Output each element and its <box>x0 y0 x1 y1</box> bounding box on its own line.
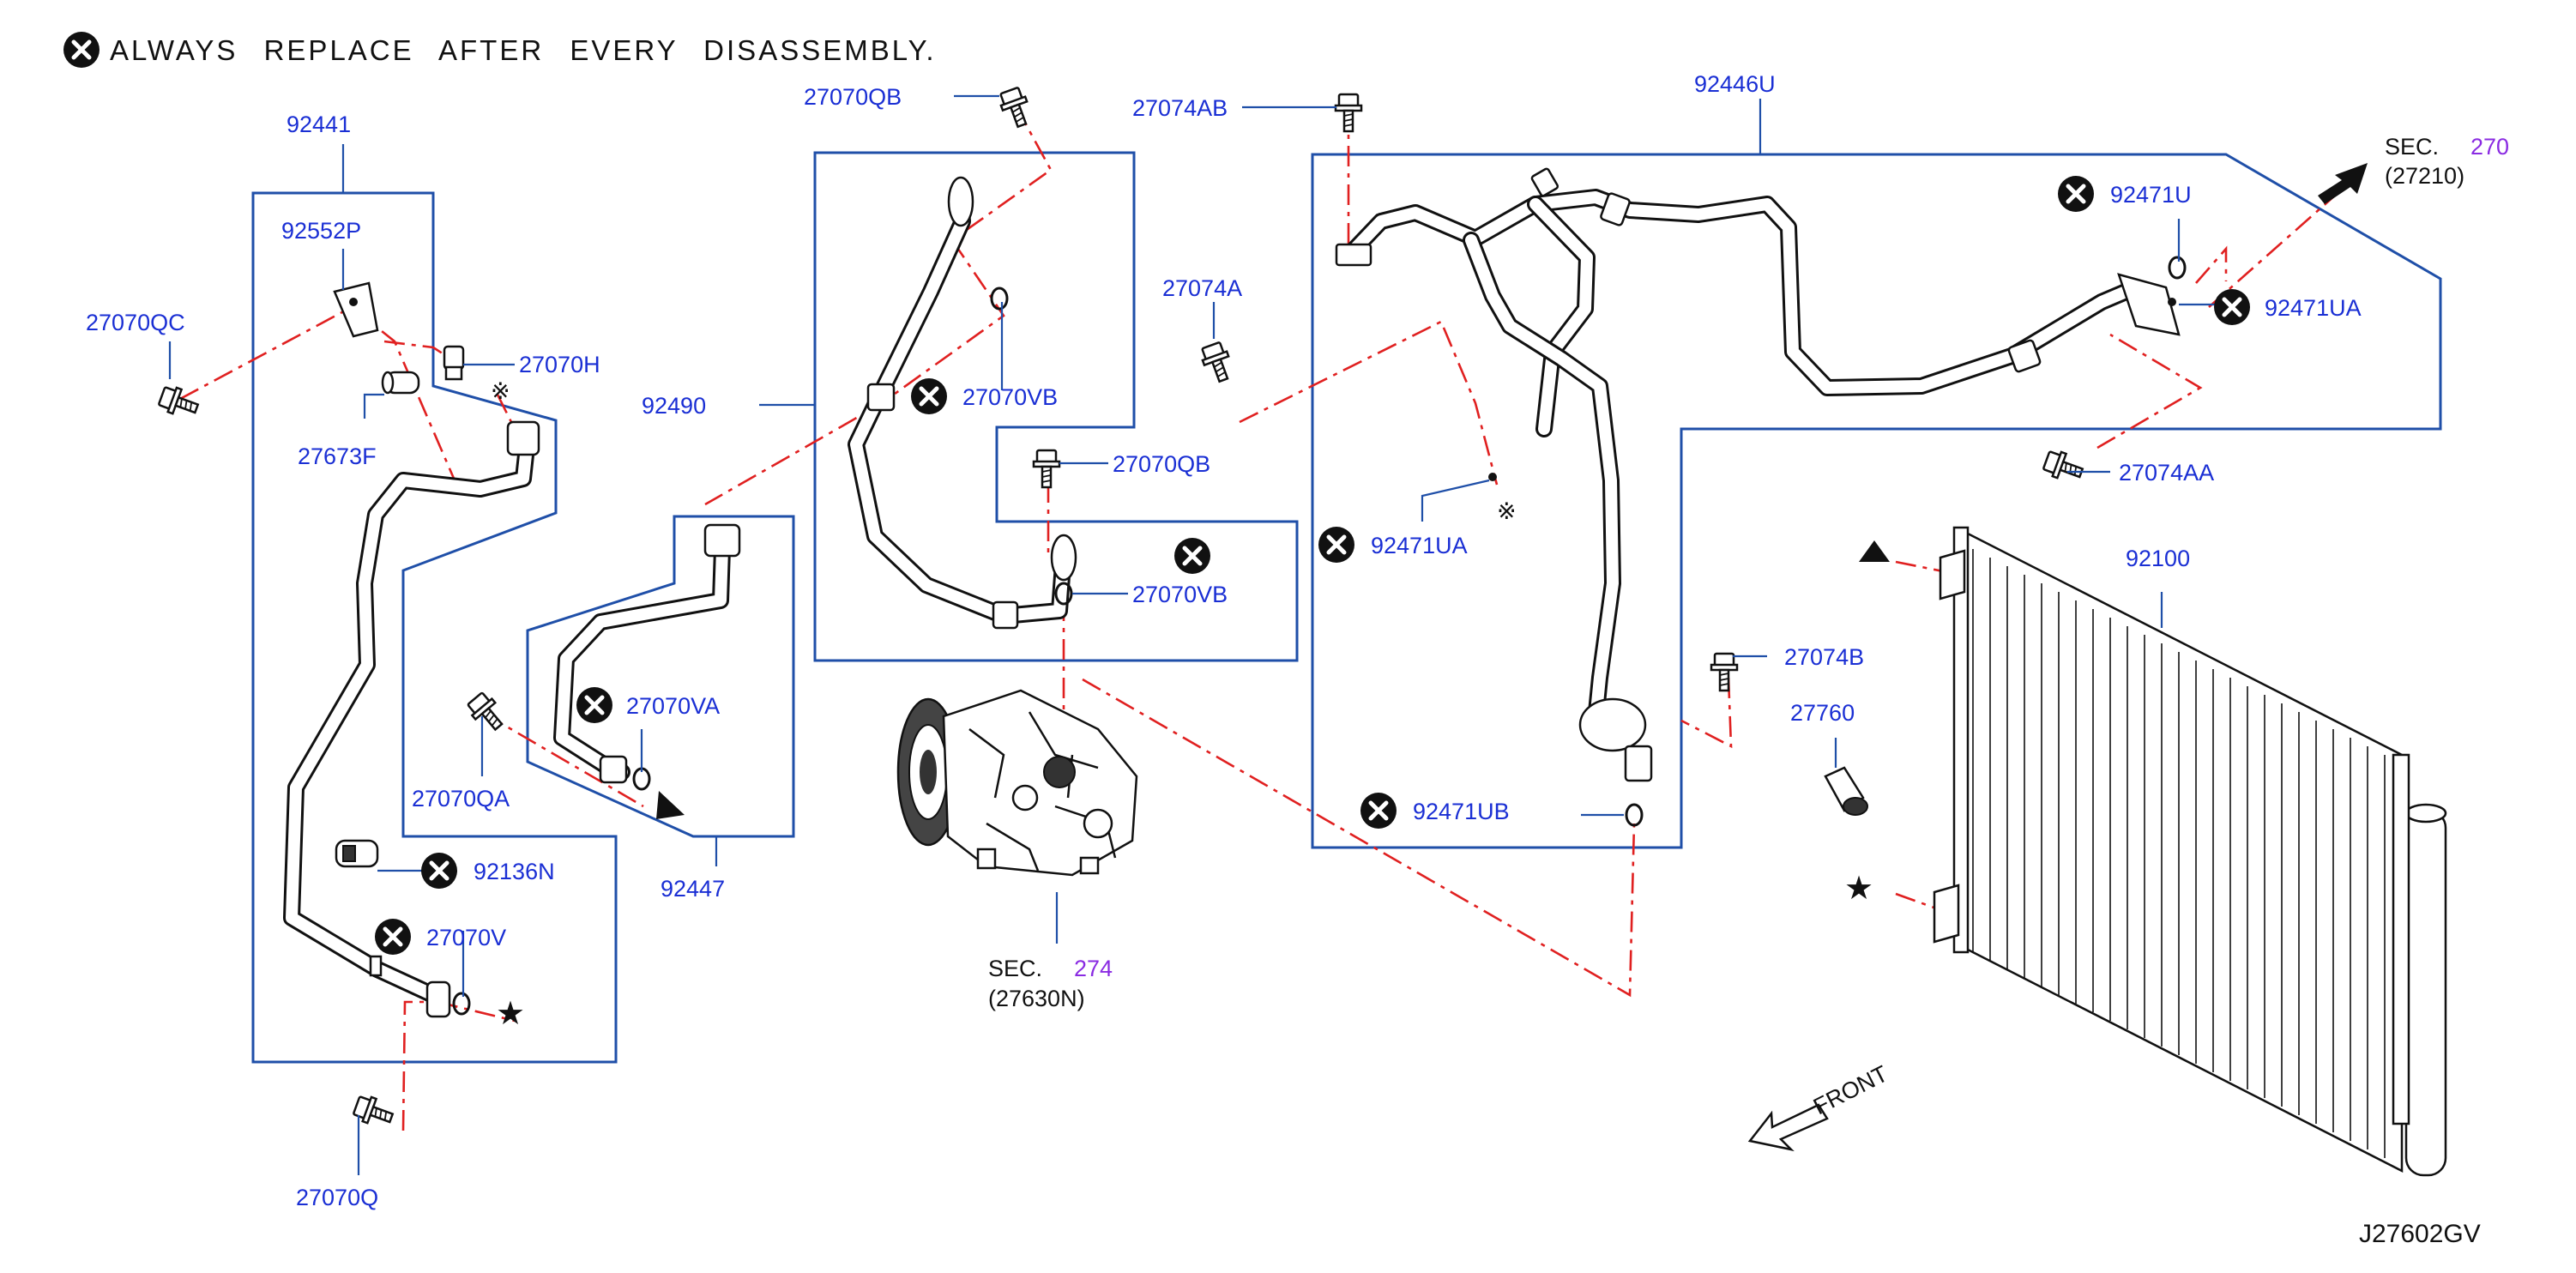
label-27070VB-mid: 27070VB <box>1132 582 1228 607</box>
label-27070Q: 27070Q <box>296 1185 378 1210</box>
star-mark-pipe: ★ <box>496 996 525 1032</box>
label-27070QB-top: 27070QB <box>804 84 902 110</box>
label-leaders <box>168 94 2239 1175</box>
label-92471U: 92471U <box>2110 182 2192 208</box>
star-mark-condenser: ★ <box>1844 871 1873 907</box>
part-labels: 92441 92552P 27070QC 27070H 27673F 92490… <box>86 71 2362 1210</box>
box-92447 <box>526 515 795 838</box>
sensor-27760-icon <box>1824 738 1868 816</box>
sec270-prefix: SEC. <box>2385 134 2439 160</box>
part-27673F-icon <box>381 371 420 395</box>
bolt-27070QC-icon <box>156 383 202 422</box>
bolt-27070QB-top-icon <box>996 85 1035 131</box>
box-92490 <box>813 151 1299 662</box>
replace-mark-icon <box>63 32 100 68</box>
label-27074AB: 27074AB <box>1132 95 1228 121</box>
label-27074B: 27074B <box>1784 644 1864 670</box>
pipe-92446U <box>1335 167 2181 782</box>
label-27074A: 27074A <box>1162 275 1242 301</box>
label-92446U: 92446U <box>1694 71 1776 97</box>
bolt-27070QB-mid-icon <box>1032 449 1061 489</box>
label-92447: 92447 <box>661 876 725 902</box>
compressor-image <box>896 689 1138 944</box>
sec-270-ref: SEC. 270 (27210) <box>2385 134 2509 189</box>
kome-mark-left: ※ <box>491 378 510 404</box>
label-27070QB-mid: 27070QB <box>1113 451 1210 477</box>
label-27070QC: 27070QC <box>86 310 185 335</box>
sec274-prefix: SEC. <box>988 956 1042 981</box>
label-27070V: 27070V <box>426 925 506 950</box>
pipe-92490 <box>848 176 1077 630</box>
triangle-mark-condenser <box>1859 540 1890 562</box>
bolt-27074A-icon <box>1198 340 1237 386</box>
sec274-number: 274 <box>1074 956 1113 981</box>
sec270-ref: (27210) <box>2385 163 2464 189</box>
triangle-mark-pipe <box>656 791 685 819</box>
label-27070VB-top: 27070VB <box>962 384 1058 410</box>
bolt-27074B-icon <box>1710 652 1739 692</box>
label-92471UB: 92471UB <box>1413 799 1510 824</box>
replace-note-text: ALWAYS REPLACE AFTER EVERY DISASSEMBLY. <box>110 34 937 66</box>
oring-92471UB-icon <box>1625 803 1644 827</box>
label-92471UA-right: 92471UA <box>2265 295 2362 321</box>
seal-92471UA-right-icon <box>2168 298 2176 306</box>
label-27070QA: 27070QA <box>412 786 510 811</box>
sec-274-ref: SEC. 274 (27630N) <box>988 956 1113 1011</box>
kome-mark-right: ※ <box>1497 498 1517 524</box>
label-27673F: 27673F <box>298 443 377 469</box>
oring-27070VB-top-icon <box>990 287 1009 311</box>
front-indicator: FRONT <box>1747 1060 1892 1152</box>
part-27070H-icon <box>443 345 465 381</box>
bolt-27074AB-icon <box>1334 93 1363 133</box>
bolt-27074AA-icon <box>2041 447 2087 486</box>
replace-note: ALWAYS REPLACE AFTER EVERY DISASSEMBLY. <box>63 32 937 68</box>
drawing-id: J27602GV <box>2359 1220 2481 1248</box>
pipe-92447 <box>553 523 741 784</box>
label-92100: 92100 <box>2126 546 2190 571</box>
condenser-image <box>1933 526 2447 1177</box>
label-92471UA-left: 92471UA <box>1371 533 1468 558</box>
label-27070H: 27070H <box>519 352 600 377</box>
sec270-arrow-icon <box>2318 163 2368 204</box>
label-92552P: 92552P <box>281 218 361 244</box>
o-rings <box>452 256 2187 1016</box>
label-92490: 92490 <box>642 393 706 419</box>
bracket-92552P <box>333 281 379 338</box>
seal-92471UA-left-icon <box>1488 473 1497 481</box>
label-92441: 92441 <box>287 112 351 137</box>
sec270-number: 270 <box>2470 134 2509 160</box>
label-27074AA: 27074AA <box>2119 460 2214 486</box>
front-label: FRONT <box>1809 1060 1891 1119</box>
label-27070VA: 27070VA <box>626 693 720 719</box>
box-92441 <box>251 191 618 1064</box>
sec274-ref: (27630N) <box>988 986 1085 1011</box>
pipe-92441 <box>283 420 540 1018</box>
label-27760: 27760 <box>1790 700 1855 726</box>
label-92136N: 92136N <box>474 859 555 884</box>
alignment-lines <box>179 106 2351 1131</box>
valve-92136N-icon <box>335 839 379 868</box>
front-arrow-icon <box>1747 1103 1829 1152</box>
oring-92471U-icon <box>2168 256 2187 280</box>
bolt-27070QA-icon <box>463 689 510 737</box>
oring-27070V-icon <box>452 992 471 1016</box>
bolts <box>156 85 2087 1131</box>
symbols: ※ ※ ★ ★ <box>491 163 2368 1032</box>
